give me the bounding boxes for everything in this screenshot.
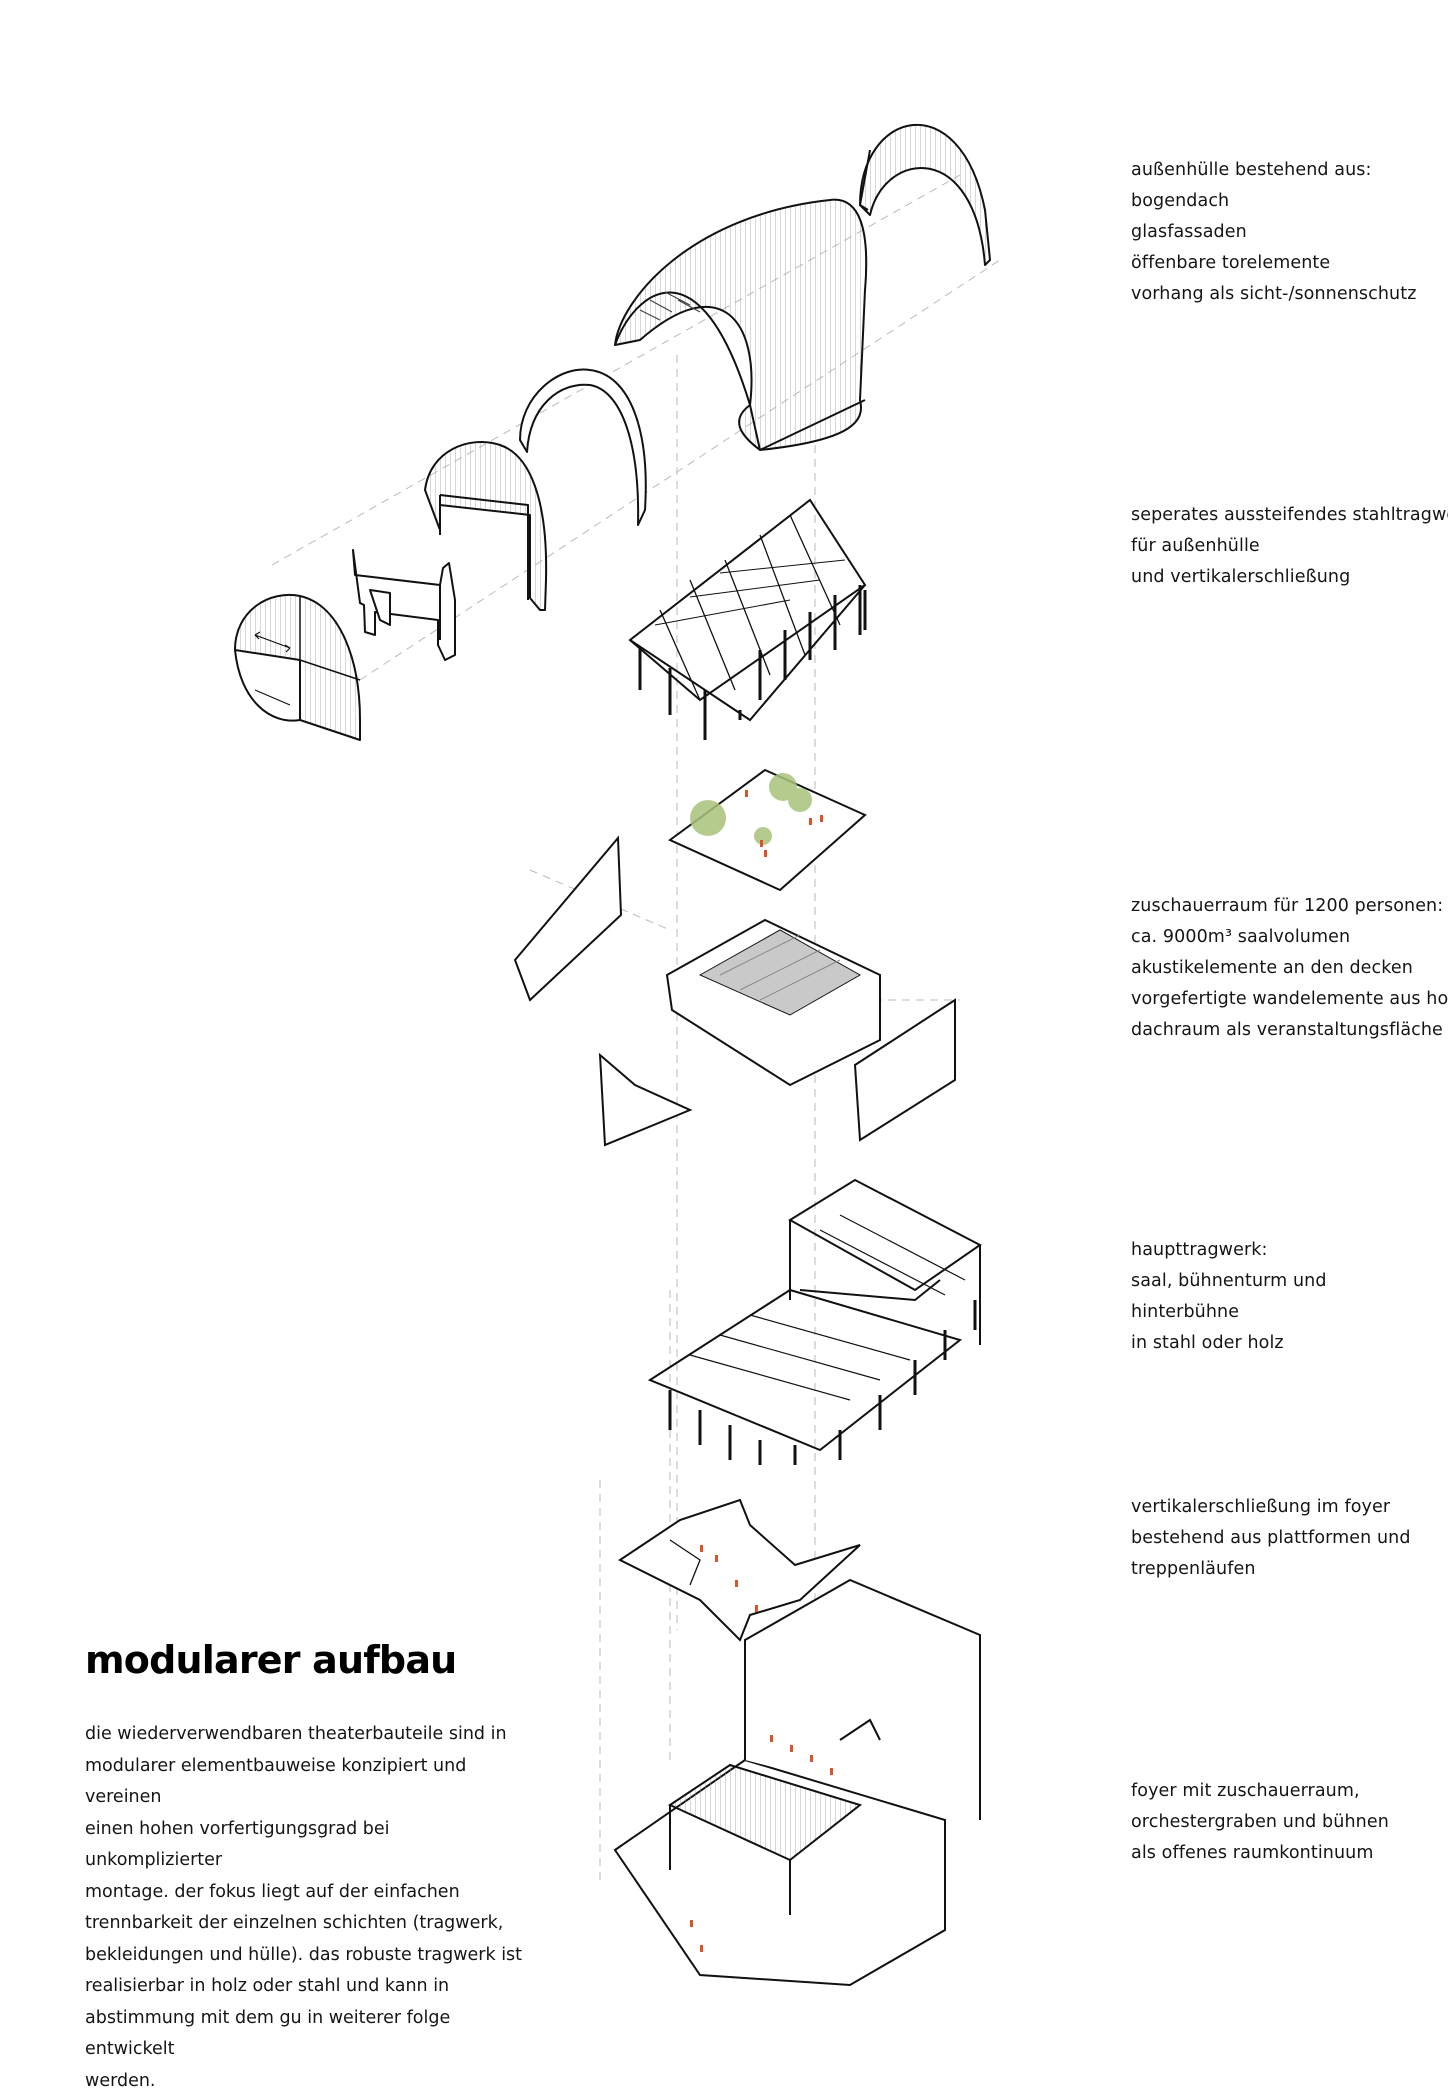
annotation-steel-structure: seperates aussteifendes stahltragwerk fü…	[1131, 505, 1448, 587]
annotation-vertical-circulation: vertikalerschließung im foyer bestehend …	[1131, 1497, 1411, 1579]
steel-structure-layer	[628, 498, 867, 740]
curtain-element	[352, 549, 456, 661]
gable-element-back	[859, 123, 991, 266]
foyer-layer	[613, 1578, 981, 1987]
people-figures	[700, 1545, 758, 1612]
exploded-axonometric-diagram	[234, 123, 1001, 1987]
annotation-main-structure: haupttragwerk: saal, bühnenturm und hint…	[1131, 1240, 1327, 1353]
auditorium-layer	[513, 835, 956, 1147]
wall-element-right	[853, 998, 956, 1142]
people-figures	[690, 1735, 833, 1952]
people-figures	[745, 790, 823, 857]
gable-element-front	[234, 594, 361, 741]
annotation-foyer: foyer mit zuschauerraum, orchestergraben…	[1131, 1781, 1389, 1863]
annotation-outer-shell: außenhülle bestehend aus: bogendach glas…	[1131, 160, 1417, 304]
steel-columns	[638, 585, 867, 740]
page-title: modularer aufbau	[85, 1638, 457, 1682]
barrel-roof	[614, 198, 868, 451]
glass-facade-arch	[519, 368, 647, 526]
main-columns	[668, 1300, 977, 1465]
door-arch-element	[424, 441, 548, 611]
wall-element-front	[598, 1052, 693, 1147]
roof-terrace-layer	[668, 768, 867, 892]
wall-element-left	[513, 835, 623, 1002]
stair-platform-layer	[618, 1498, 861, 1642]
main-structure-layer	[647, 1178, 982, 1465]
outer-shell-layer	[234, 123, 991, 741]
description-text: die wiederverwendbaren theaterbauteile s…	[85, 1724, 523, 2091]
annotation-auditorium: zuschauerraum für 1200 personen: ca. 900…	[1131, 896, 1448, 1040]
tree-icons	[690, 773, 812, 845]
